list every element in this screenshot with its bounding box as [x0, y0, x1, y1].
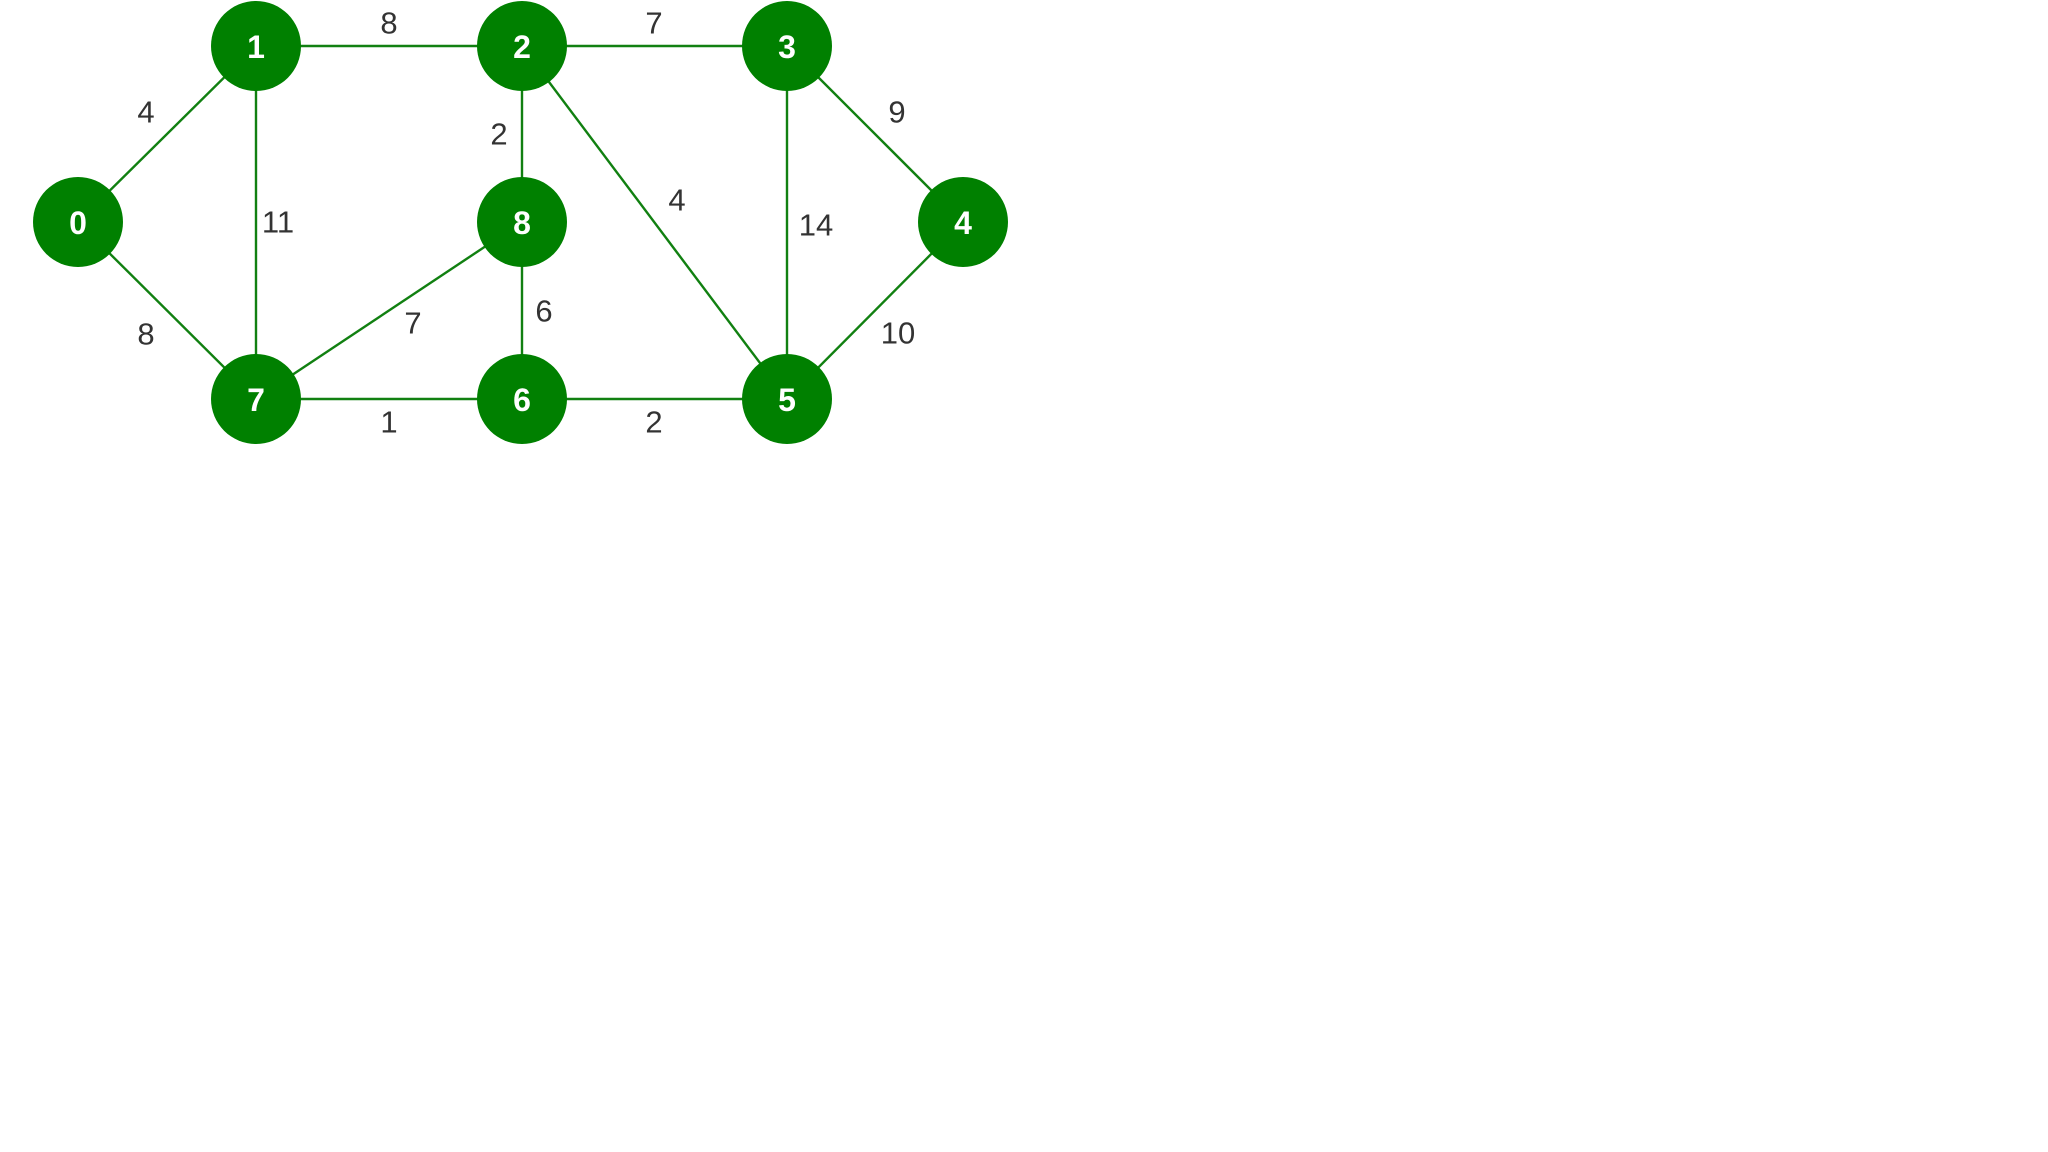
- node-5: 5: [742, 354, 832, 444]
- edge-weight-4-5: 10: [881, 316, 915, 351]
- edge-weight-3-5: 14: [799, 208, 833, 243]
- edge-weight-0-7: 8: [137, 317, 154, 352]
- node-label-8: 8: [513, 205, 531, 241]
- node-label-4: 4: [954, 205, 972, 241]
- node-1: 1: [211, 1, 301, 91]
- node-label-3: 3: [778, 29, 796, 65]
- node-label-0: 0: [69, 205, 87, 241]
- node-label-7: 7: [247, 382, 265, 418]
- edge-weights-layer: 4 8 8 11 7 2 4 9 14 10 2 1 6 7: [137, 6, 915, 440]
- node-3: 3: [742, 1, 832, 91]
- node-2: 2: [477, 1, 567, 91]
- edge-weight-2-3: 7: [645, 6, 662, 41]
- node-circle-3: [742, 1, 832, 91]
- node-circle-2: [477, 1, 567, 91]
- edge-weight-5-6: 2: [645, 405, 662, 440]
- edge-weight-6-8: 6: [535, 294, 552, 329]
- edge-weight-6-7: 1: [380, 405, 397, 440]
- node-circle-7: [211, 354, 301, 444]
- edge-weight-7-8: 7: [404, 306, 421, 341]
- nodes-layer: 0 1 2 3 4 5 6 7 8: [33, 1, 1008, 444]
- node-8: 8: [477, 177, 567, 267]
- node-label-6: 6: [513, 382, 531, 418]
- node-circle-6: [477, 354, 567, 444]
- edge-weight-1-7: 11: [262, 205, 294, 240]
- edge-2-5: [521, 45, 788, 400]
- node-circle-4: [918, 177, 1008, 267]
- node-circle-0: [33, 177, 123, 267]
- node-6: 6: [477, 354, 567, 444]
- edge-weight-0-1: 4: [137, 95, 154, 130]
- node-circle-1: [211, 1, 301, 91]
- node-label-2: 2: [513, 29, 531, 65]
- edge-weight-2-8: 2: [490, 117, 507, 152]
- node-label-1: 1: [247, 29, 265, 65]
- edge-7-8: [255, 221, 523, 400]
- node-label-5: 5: [778, 382, 796, 418]
- edge-weight-2-5: 4: [668, 183, 685, 218]
- node-4: 4: [918, 177, 1008, 267]
- edge-weight-3-4: 9: [888, 95, 905, 130]
- node-circle-5: [742, 354, 832, 444]
- node-7: 7: [211, 354, 301, 444]
- edge-weight-1-2: 8: [380, 6, 397, 41]
- node-0: 0: [33, 177, 123, 267]
- node-circle-8: [477, 177, 567, 267]
